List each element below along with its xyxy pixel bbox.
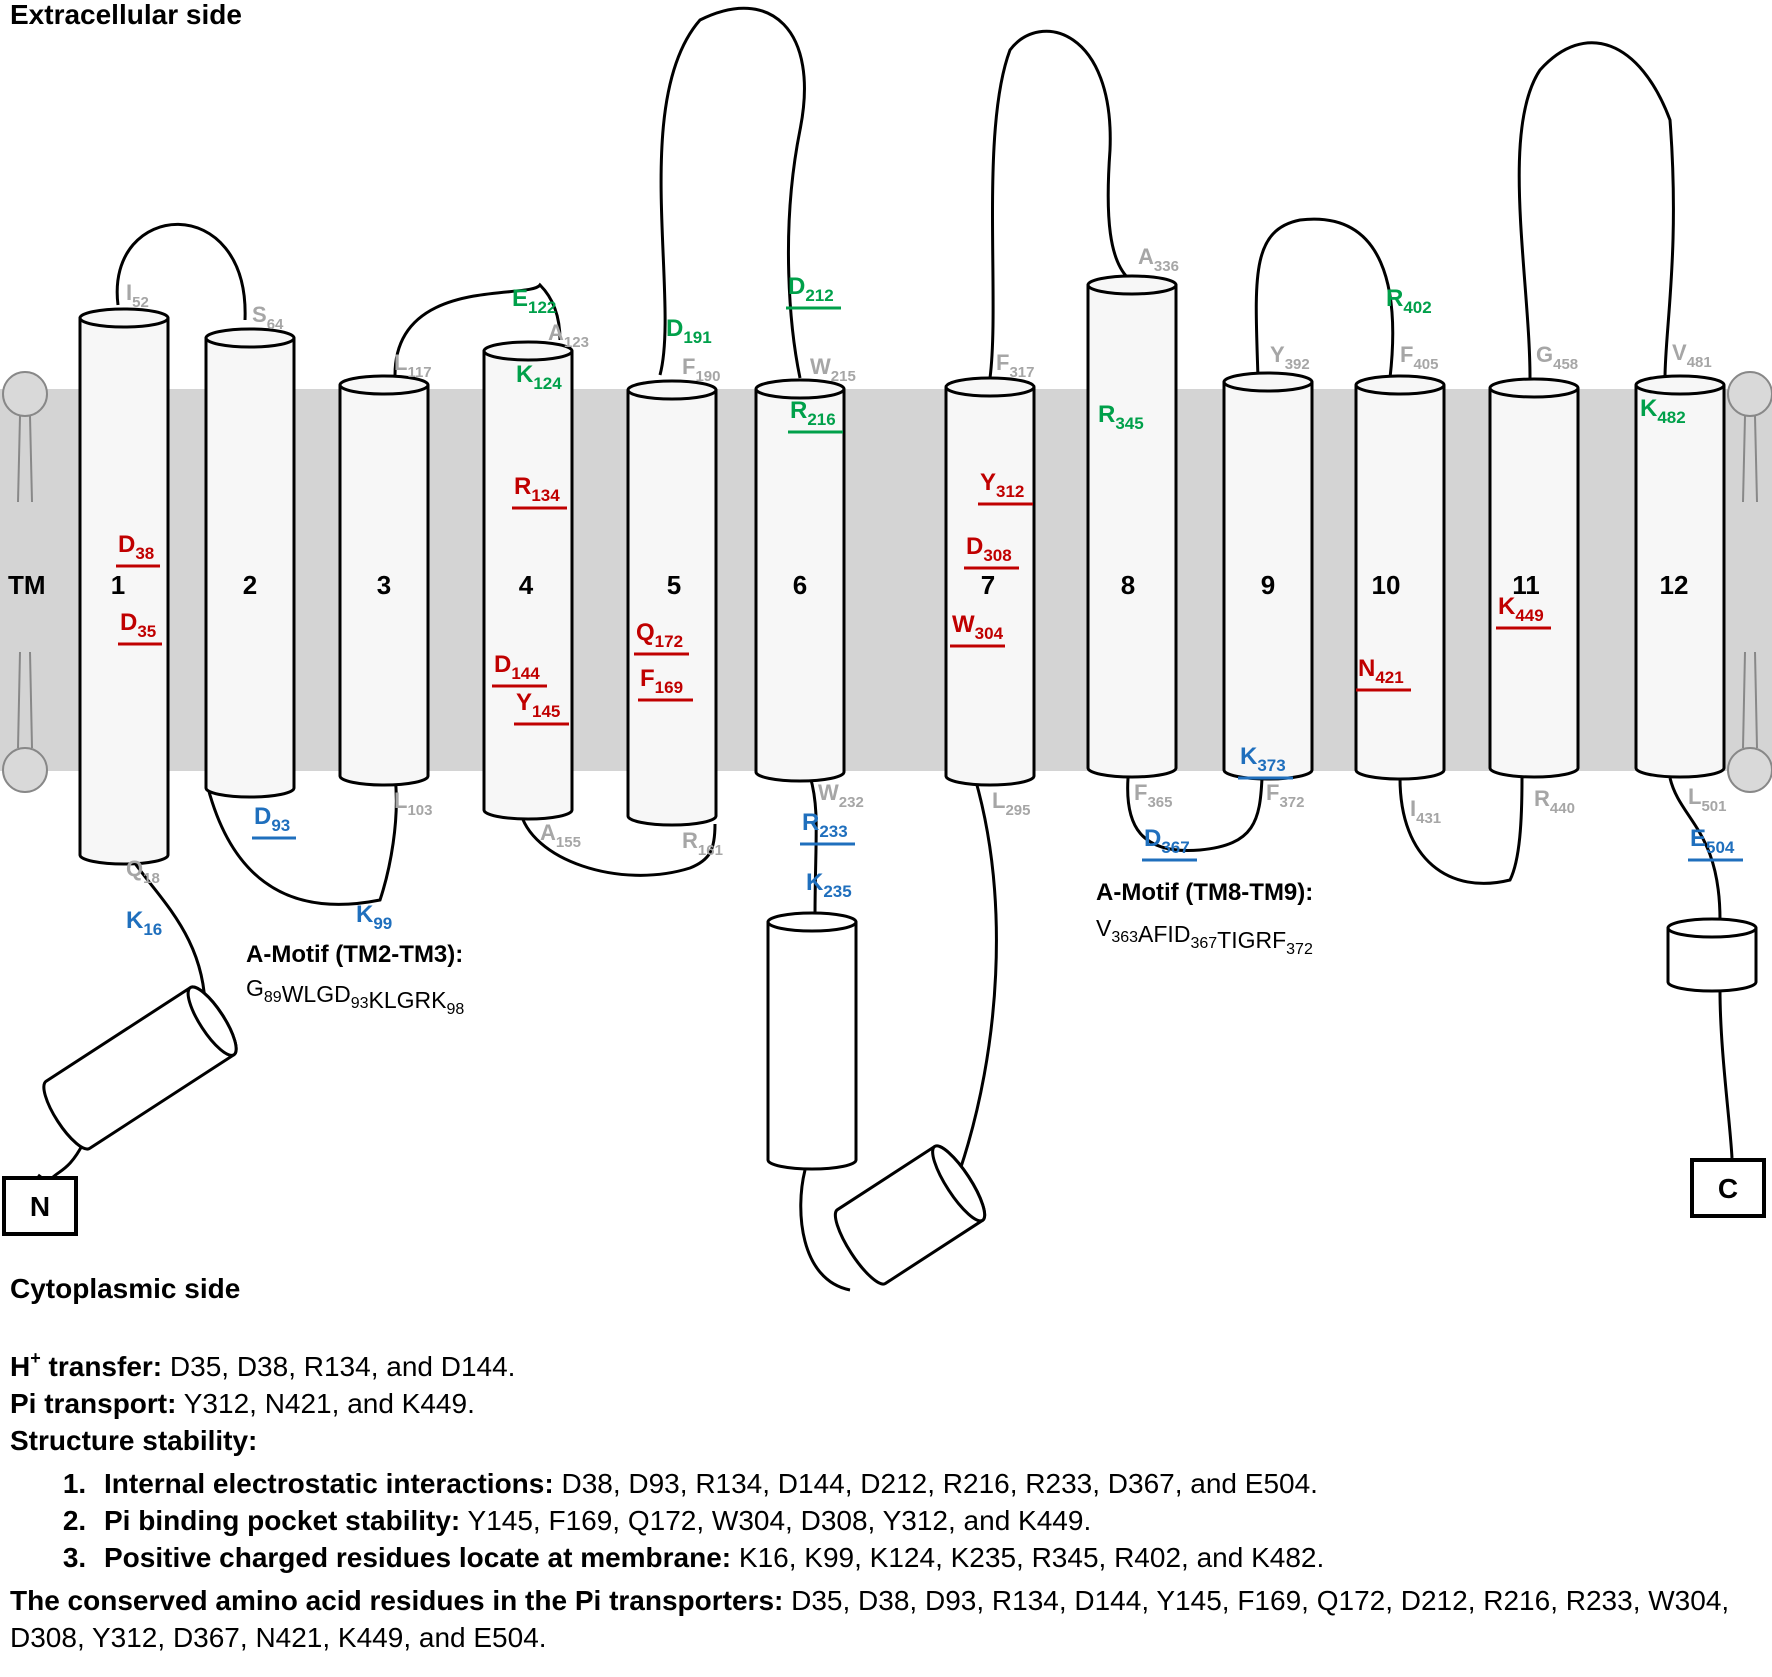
residue-f372: F372 [1266,780,1304,811]
residue-e504: E504 [1690,825,1735,857]
legend-pi-transport: Pi transport: Y312, N421, and K449. [10,1385,1760,1422]
residue-k235: K235 [806,869,852,901]
residue-w215: W215 [810,354,856,385]
residue-y312: Y312 [980,469,1024,501]
helix-number-7: 7 [981,570,995,600]
residue-d38: D38 [118,531,154,563]
helix-number-12: 12 [1660,570,1689,600]
helix-number-8: 8 [1121,570,1135,600]
legend-list-item: Positive charged residues locate at memb… [94,1539,1760,1576]
residue-k482: K482 [1640,395,1686,427]
tm-helices [78,274,1726,866]
helix-numbers: 1 2 3 4 5 6 7 8 9 10 11 12 [111,570,1689,600]
residue-d35: D35 [120,609,156,641]
helix-number-3: 3 [377,570,391,600]
residue-f405: F405 [1400,342,1438,373]
legend-label: Pi transport: [10,1388,177,1419]
legend-label: Structure stability: [10,1425,258,1456]
legend-text: D35, D38, R134, and D144. [162,1351,516,1382]
residue-k99: K99 [356,901,392,933]
legend-h-transfer: H+ transfer: D35, D38, R134, and D144. [10,1348,1760,1385]
residue-i431: I431 [1410,796,1441,827]
residue-y145: Y145 [516,689,560,721]
residue-k16: K16 [126,907,162,939]
motif-sequence: V363AFID367TIGRF372 [1096,915,1313,958]
residue-d308: D308 [966,533,1012,565]
residue-k124: K124 [516,361,562,393]
residue-f365: F365 [1134,780,1172,811]
residue-a123: A123 [548,320,589,351]
residue-l103: L103 [394,788,432,819]
residue-d212: D212 [788,273,834,305]
legend-list-item: Pi binding pocket stability: Y145, F169,… [94,1502,1760,1539]
helix-number-2: 2 [243,570,257,600]
residue-q18: Q18 [126,856,160,887]
residue-w232: W232 [818,780,864,811]
tm-label: TM [8,570,46,600]
cytoplasmic-label: Cytoplasmic side [10,1273,240,1304]
n-terminus-label: N [30,1191,50,1222]
residue-l295: L295 [992,788,1030,819]
residue-d144: D144 [494,651,540,683]
cyto-helices [42,911,1758,1286]
helix-number-1: 1 [111,570,125,600]
helix-number-9: 9 [1261,570,1275,600]
residue-d367: D367 [1144,825,1190,857]
residue-r161: R161 [682,828,723,859]
legend-list: Internal electrostatic interactions: D38… [10,1465,1760,1576]
residue-k449: K449 [1498,593,1544,625]
legend: H+ transfer: D35, D38, R134, and D144. P… [10,1348,1760,1656]
topology-diagram: N C Extracellular side Cytoplasmic side … [0,0,1772,1304]
residue-d191: D191 [666,315,712,347]
c-terminus-box [1690,1158,1766,1218]
n-terminus-box [2,1176,78,1236]
legend-structure-stability: Structure stability: [10,1422,1760,1459]
residue-k373: K373 [1240,743,1286,775]
residue-l501: L501 [1688,784,1726,815]
residue-f317: F317 [996,350,1034,381]
lipid-left [2,371,48,793]
residue-s64: S64 [252,302,284,333]
residue-r402: R402 [1386,285,1432,317]
extracellular-label: Extracellular side [10,0,242,30]
motif-title: A-Motif (TM8-TM9): [1096,879,1313,906]
residue-a155: A155 [540,820,581,851]
c-terminus-label: C [1718,1173,1738,1204]
residue-a336: A336 [1138,244,1179,275]
residue-y392: Y392 [1270,342,1310,373]
legend-text: Y312, N421, and K449. [176,1388,475,1419]
residue-v481: V481 [1672,340,1712,371]
legend-conserved: The conserved amino acid residues in the… [10,1582,1760,1656]
residue-r440: R440 [1534,786,1575,817]
helix-number-6: 6 [793,570,807,600]
residue-f169: F169 [640,665,683,697]
helix-number-10: 10 [1372,570,1401,600]
legend-text: D35, D38, D93, R134, D144, Y145, F169, Q… [10,1585,1730,1653]
residue-n421: N421 [1358,655,1404,687]
motif-title: A-Motif (TM2-TM3): [246,941,463,968]
residue-q172: Q172 [636,619,683,651]
residue-r233: R233 [802,809,848,841]
motif-a-tm2-tm3: A-Motif (TM2-TM3): G89WLGD93KLGRK98 [246,941,464,1018]
motif-a-tm8-tm9: A-Motif (TM8-TM9): V363AFID367TIGRF372 [1096,879,1313,958]
residue-i52: I52 [126,280,149,311]
motif-sequence: G89WLGD93KLGRK98 [246,975,464,1018]
helix-number-11: 11 [1512,570,1540,600]
legend-label: H+ transfer: [10,1348,163,1382]
residue-r134: R134 [514,473,560,505]
residue-r345: R345 [1098,401,1144,433]
residue-f190: F190 [682,354,720,385]
lipid-right [1727,371,1772,793]
residue-d93: D93 [254,803,290,835]
legend-list-item: Internal electrostatic interactions: D38… [94,1465,1760,1502]
residue-w304: W304 [952,611,1004,643]
residue-l117: L117 [394,350,432,381]
helix-number-5: 5 [667,570,681,600]
residue-r216: R216 [790,397,836,429]
legend-label: The conserved amino acid residues in the… [10,1585,784,1616]
residue-e122: E122 [512,285,556,317]
residue-g458: G458 [1536,342,1578,373]
helix-number-4: 4 [519,570,534,600]
